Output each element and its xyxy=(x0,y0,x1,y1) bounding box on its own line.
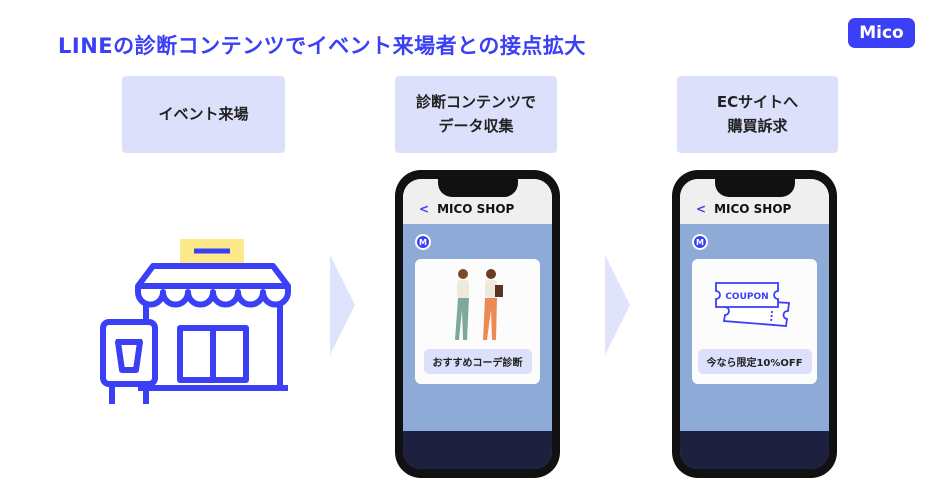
shop-name: MICO SHOP xyxy=(437,202,515,216)
diagnosis-button[interactable]: おすすめコーデ診断 xyxy=(423,349,532,374)
shop-name: MICO SHOP xyxy=(714,202,792,216)
avatar: M xyxy=(415,234,431,250)
phone-diagnosis: < MICO SHOP M おすすめコーデ診断 xyxy=(395,170,560,478)
mico-logo-badge: Mico xyxy=(848,18,915,48)
phone-coupon: < MICO SHOP M COUPON 今なら限定10%OFF xyxy=(672,170,837,478)
step-data-collection: 診断コンテンツで データ収集 xyxy=(395,76,557,153)
back-button[interactable]: < xyxy=(419,202,430,216)
coupon-ticket-icon: COUPON xyxy=(715,282,791,327)
diagnosis-card: おすすめコーデ診断 xyxy=(415,259,540,384)
step-event-visit: イベント来場 xyxy=(122,76,285,153)
page-title: LINEの診断コンテンツでイベント来場者との接点拡大 xyxy=(58,34,586,58)
back-button[interactable]: < xyxy=(696,202,707,216)
step-ec-appeal: ECサイトへ 購買訴求 xyxy=(677,76,838,153)
discount-button[interactable]: 今なら限定10%OFF xyxy=(697,349,812,374)
coupon-card: COUPON 今なら限定10%OFF xyxy=(692,259,817,384)
avatar: M xyxy=(692,234,708,250)
store-icon xyxy=(100,239,291,404)
women-illustration xyxy=(455,269,503,340)
coupon-label: COUPON xyxy=(725,292,768,302)
arrow-right-icon xyxy=(605,255,630,355)
arrow-right-icon xyxy=(330,255,355,355)
